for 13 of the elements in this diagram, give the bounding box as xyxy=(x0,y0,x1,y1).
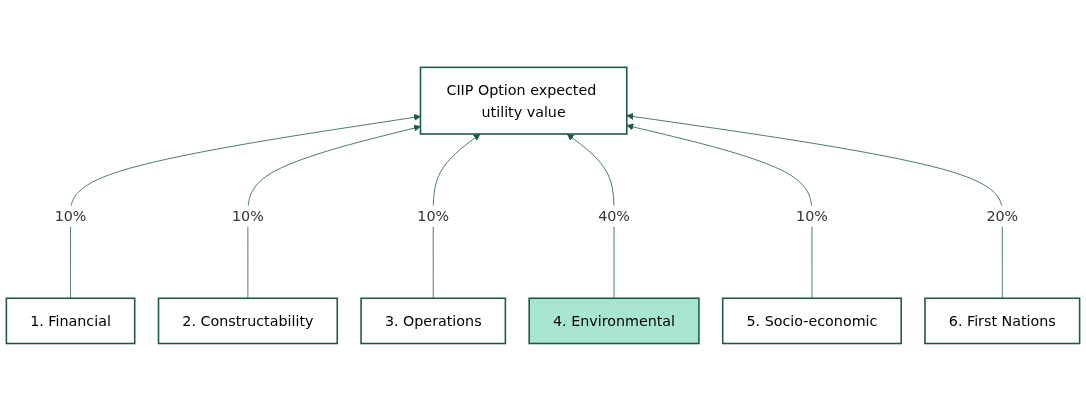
node-box: 1. Financial xyxy=(5,297,136,344)
node-box: 3. Operations xyxy=(360,297,507,344)
edge-label: 40% xyxy=(598,207,630,225)
edge-label: 10% xyxy=(796,207,828,225)
node-box: 4. Environmental xyxy=(528,297,700,344)
node-box: 2. Constructability xyxy=(157,297,339,344)
edge-label: 10% xyxy=(417,207,450,225)
node-box: CIIP Option expected utility value xyxy=(419,66,628,135)
node-box: 6. First Nations xyxy=(924,297,1081,344)
edge-label: 10% xyxy=(54,207,87,225)
node-box: 5. Socio-economic xyxy=(721,297,902,344)
edge-label: 10% xyxy=(232,207,264,225)
edge-label: 20% xyxy=(986,207,1019,225)
